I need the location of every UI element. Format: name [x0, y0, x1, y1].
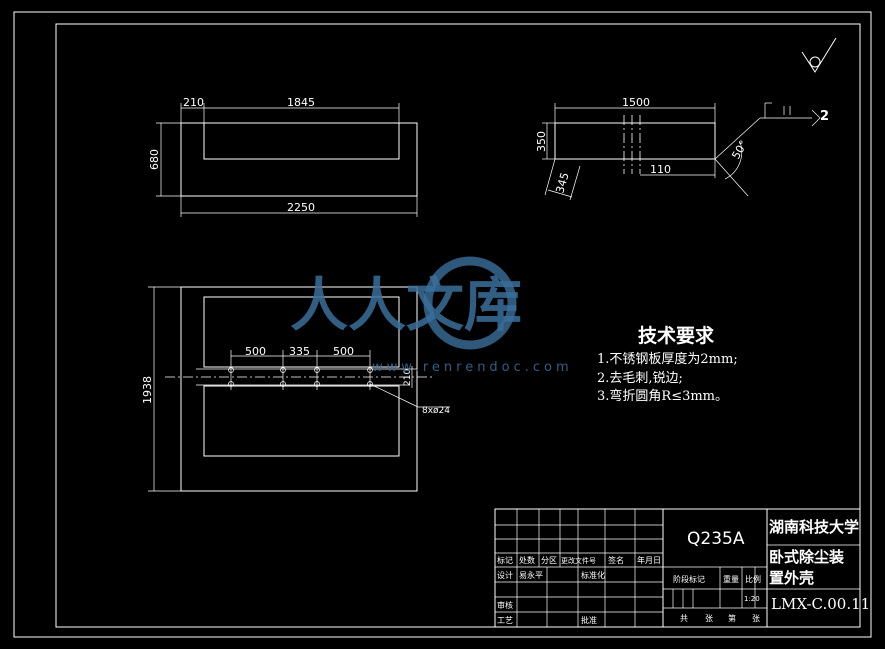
- label-gengai: 更改文件号: [561, 556, 596, 565]
- tech-requirements: 技术要求 1.不锈钢板厚度为2mm; 2.去毛刺,锐边; 3.弯折圆角R≤3mm…: [597, 324, 738, 404]
- label-qianming: 签名: [608, 555, 624, 565]
- label-fenqu: 分区: [541, 556, 557, 565]
- label-shenhe: 审核: [497, 600, 513, 610]
- label-nianyueri: 年月日: [637, 555, 661, 565]
- holes-row: [228, 350, 373, 390]
- watermark: 人人文库 www.renrendoc.com: [290, 256, 573, 375]
- school-name: 湖南科技大学: [769, 518, 859, 536]
- label-jieduan: 阶段标记: [673, 574, 705, 584]
- title-block: Q235A 湖南科技大学 卧式除尘装 置外壳 LMX-C.00.11 1:20 …: [494, 508, 870, 628]
- tech-req-item-1: 1.不锈钢板厚度为2mm;: [597, 351, 738, 367]
- dim-345: 345: [553, 171, 571, 195]
- part-name-line1: 卧式除尘装: [769, 548, 845, 566]
- dim-680: 680: [148, 149, 161, 170]
- dim-335: 335: [289, 345, 310, 358]
- label-biaoji: 标记: [497, 555, 513, 565]
- watermark-text: 人人文库: [290, 271, 522, 339]
- label-di: 第: [728, 613, 736, 623]
- side-view: 1500 350 110 345 50° 2: [535, 96, 829, 201]
- label-zhang2: 张: [752, 614, 760, 623]
- dim-210: 210: [183, 96, 204, 109]
- label-gong: 共: [680, 614, 688, 623]
- dim-210-plan: 210: [403, 369, 413, 386]
- label-biaozhunhua: 标准化: [581, 570, 605, 580]
- label-gongyi: 工艺: [497, 616, 513, 625]
- watermark-url: www.renrendoc.com: [372, 360, 573, 375]
- dim-110: 110: [650, 163, 671, 176]
- label-sheji: 设计: [497, 570, 513, 580]
- part-name-line2: 置外壳: [769, 569, 814, 587]
- dim-1500: 1500: [622, 96, 650, 109]
- weld-number: 2: [820, 109, 829, 124]
- material: Q235A: [687, 529, 745, 549]
- designer-name: 易永平: [519, 570, 543, 580]
- watermark-logo-circle: [423, 256, 517, 350]
- plan-view: 500 335 500 210 1938 8xø24: [141, 286, 450, 492]
- dim-350: 350: [535, 131, 548, 152]
- label-zhang: 张: [705, 614, 713, 623]
- hole-callout: 8xø24: [422, 406, 450, 416]
- label-chushu: 处数: [519, 555, 535, 565]
- inner-frame: [55, 23, 861, 628]
- tech-req-item-2: 2.去毛刺,锐边;: [597, 371, 683, 386]
- weld-symbol: 2: [760, 102, 829, 127]
- dim-1938: 1938: [141, 376, 154, 404]
- dim-2250: 2250: [287, 201, 315, 214]
- dim-angle-50: 50°: [729, 138, 750, 161]
- surface-finish-symbol: [801, 37, 837, 73]
- drawing-number: LMX-C.00.11: [771, 595, 870, 613]
- label-bili: 比例: [745, 574, 761, 584]
- label-pizhun: 批准: [581, 615, 597, 625]
- dim-1845: 1845: [287, 96, 315, 109]
- dim-500-left: 500: [245, 345, 266, 358]
- label-zhongliang: 重量: [723, 574, 739, 584]
- tech-req-item-3: 3.弯折圆角R≤3mm。: [597, 388, 728, 404]
- dim-500-right: 500: [333, 345, 354, 358]
- tech-req-title: 技术要求: [638, 324, 715, 347]
- scale: 1:20: [744, 595, 760, 603]
- outer-border: [13, 11, 872, 638]
- top-view: 210 1845 680 2250: [148, 96, 418, 217]
